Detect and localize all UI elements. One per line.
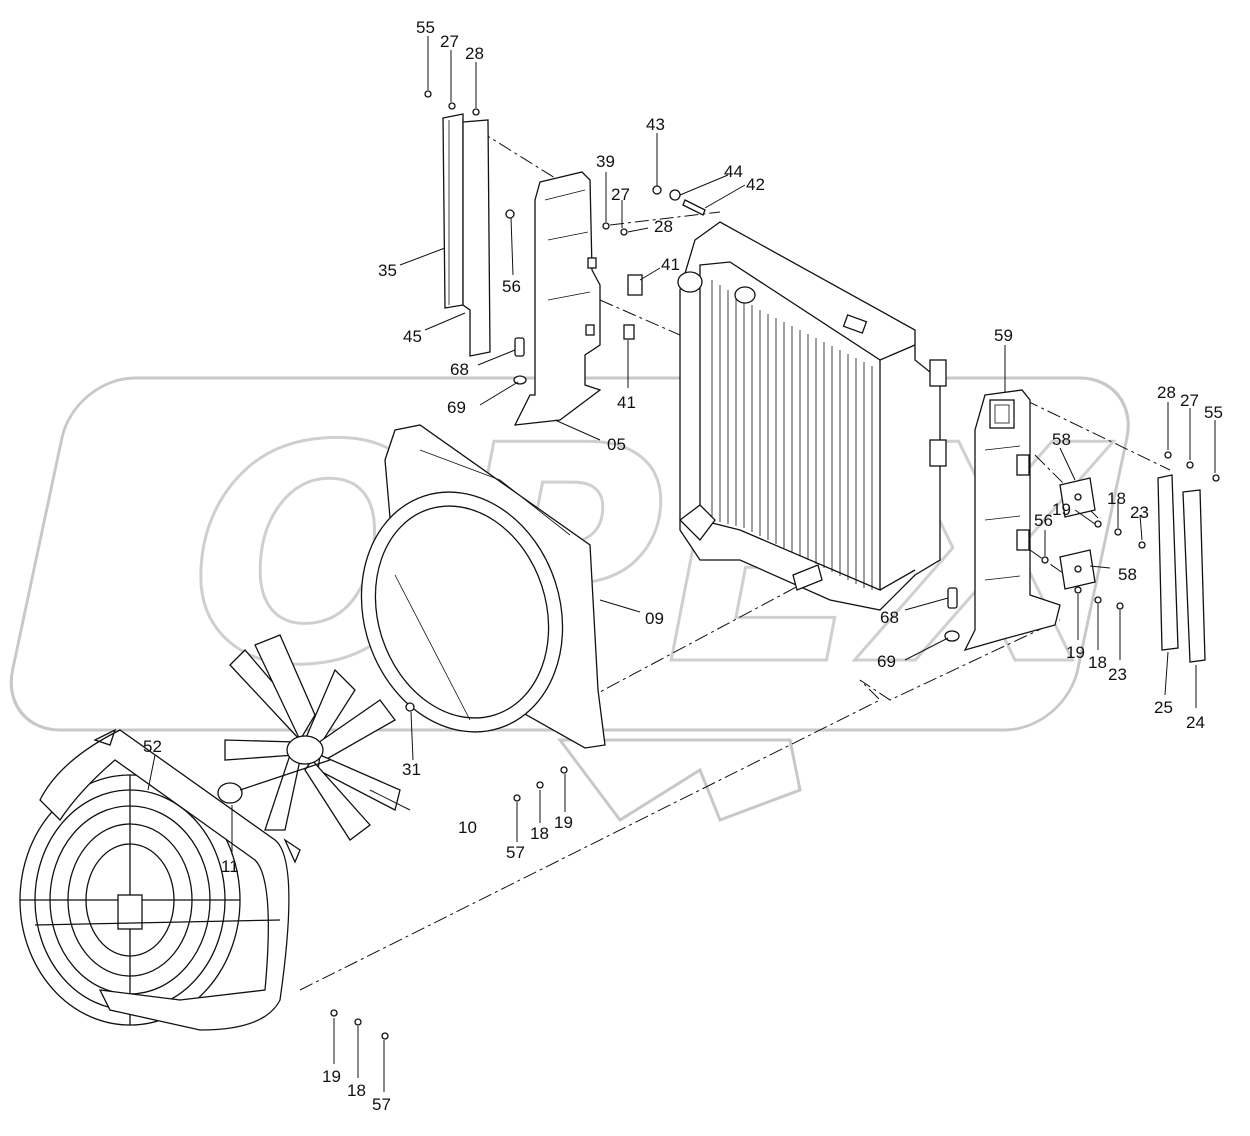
fan-spacer <box>217 702 415 804</box>
label-19: 19 <box>1066 643 1085 662</box>
fan-guard <box>19 728 301 1031</box>
label-69: 69 <box>447 398 466 417</box>
bracket-right <box>963 389 1061 652</box>
fasteners-lower <box>330 766 568 1040</box>
hinge-brackets <box>1059 477 1096 590</box>
label-25: 25 <box>1154 698 1173 717</box>
fan-blades <box>224 634 401 841</box>
seal-strip-right <box>1157 474 1206 663</box>
bracket-left <box>513 171 602 426</box>
label-18: 18 <box>1107 489 1126 508</box>
fasteners-right <box>944 451 1220 642</box>
label-28: 28 <box>654 217 673 236</box>
label-52: 52 <box>143 737 162 756</box>
label-43: 43 <box>646 115 665 134</box>
label-19: 19 <box>554 813 573 832</box>
label-45: 45 <box>403 327 422 346</box>
label-31: 31 <box>402 760 421 779</box>
label-27: 27 <box>611 185 630 204</box>
label-09: 09 <box>645 609 664 628</box>
label-59: 59 <box>994 326 1013 345</box>
label-28: 28 <box>465 44 484 63</box>
fan-shroud <box>360 424 606 749</box>
label-56: 56 <box>1034 511 1053 530</box>
part-labels: 55 27 28 35 45 39 27 28 56 68 69 05 41 4… <box>143 18 1223 1114</box>
label-19: 19 <box>322 1067 341 1086</box>
label-68: 68 <box>450 360 469 379</box>
fasteners-upper <box>424 90 706 385</box>
label-27: 27 <box>1180 391 1199 410</box>
label-39: 39 <box>596 152 615 171</box>
label-11: 11 <box>221 857 239 876</box>
label-18: 18 <box>347 1081 366 1100</box>
label-23: 23 <box>1130 503 1149 522</box>
label-24: 24 <box>1186 713 1205 732</box>
label-56: 56 <box>502 277 521 296</box>
label-41: 41 <box>661 255 680 274</box>
label-69: 69 <box>877 652 896 671</box>
label-58: 58 <box>1052 430 1071 449</box>
label-41: 41 <box>617 393 636 412</box>
label-10: 10 <box>458 818 477 837</box>
label-44: 44 <box>724 162 743 181</box>
watermark-text: OPEX <box>190 382 1114 731</box>
leader-lines <box>147 36 1216 1092</box>
label-05: 05 <box>607 435 626 454</box>
label-23: 23 <box>1108 665 1127 684</box>
label-42: 42 <box>746 175 765 194</box>
label-57: 57 <box>506 843 525 862</box>
label-55: 55 <box>1204 403 1223 422</box>
label-68: 68 <box>880 608 899 627</box>
label-55: 55 <box>416 18 435 37</box>
label-18: 18 <box>1088 653 1107 672</box>
label-35: 35 <box>378 261 397 280</box>
label-27: 27 <box>440 32 459 51</box>
label-57: 57 <box>372 1095 391 1114</box>
label-18: 18 <box>530 824 549 843</box>
label-19: 19 <box>1052 500 1071 519</box>
radiator-fins <box>711 280 873 590</box>
watermark-logo: OPEX <box>9 376 1130 823</box>
seal-strip-left <box>442 113 491 357</box>
radiator-core <box>677 221 947 611</box>
label-58: 58 <box>1118 565 1137 584</box>
label-28: 28 <box>1157 383 1176 402</box>
